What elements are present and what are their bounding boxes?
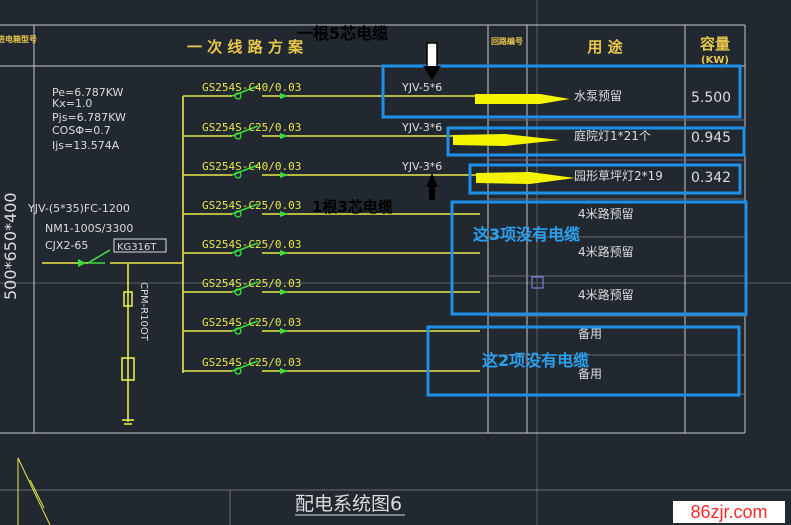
highlight-box-wl3	[468, 163, 742, 195]
title-block-fragment	[17, 457, 51, 525]
breaker-pivot	[234, 210, 242, 218]
header-capacity-unit: (KW)	[701, 55, 729, 66]
param-kx: Kx=1.0	[52, 97, 92, 110]
branch-arrow-icon	[280, 133, 288, 139]
down-arrow-icon	[423, 66, 441, 80]
drawing-title: 配电系统图6	[295, 493, 402, 515]
breaker-contact	[231, 242, 259, 254]
down-arrow-shaft	[426, 42, 438, 70]
breaker-contact	[231, 320, 259, 332]
header-capacity: 容量	[699, 35, 730, 53]
breaker-contact	[231, 85, 259, 97]
usage-label: 备用	[578, 367, 602, 381]
drawing-border	[0, 489, 791, 525]
branch-arrow-icon	[280, 211, 288, 217]
incoming-switch	[87, 249, 111, 264]
param-ijs: Ijs=13.574A	[52, 139, 120, 152]
annotation-five-core: 一根5芯电缆	[297, 24, 388, 43]
up-arrow-icon	[426, 173, 438, 187]
yellow-annotation-arrows	[453, 94, 575, 184]
load-parameters: Pe=6.787KW Kx=1.0 Pjs=6.787KW COSΦ=0.7 I…	[52, 86, 126, 152]
highlight-boxes	[381, 64, 748, 397]
branch-arrow-icon	[280, 172, 288, 178]
breaker-contact	[231, 281, 259, 293]
breaker-pivot	[234, 327, 242, 335]
cable-spec: YJV-3*6	[401, 160, 442, 173]
box-model-frame	[113, 238, 167, 253]
breaker-pivot	[234, 288, 242, 296]
incoming-breaker: NM1-100S/3300	[45, 222, 133, 235]
breaker-pivot	[234, 249, 242, 257]
breaker-contact	[231, 360, 259, 372]
capacity-value: 0.945	[691, 130, 731, 146]
breaker-pivot	[234, 367, 242, 375]
annotation-three-no-cable: 这3项没有电缆	[473, 225, 580, 244]
branch-circuits: GS254S-C40/0.03YJV-5*6WL1水泵预留5.500GS254S…	[183, 81, 731, 381]
breaker-contact	[231, 125, 259, 137]
usage-label: 园形草坪灯2*19	[574, 169, 663, 183]
incoming-contactor: CJX2-65	[45, 239, 88, 252]
usage-label: 水泵预留	[574, 89, 622, 103]
breaker-model: GS254S-C25/0.03	[202, 238, 301, 251]
yellow-arrow-icon	[475, 94, 570, 104]
breaker-pivot	[234, 171, 242, 179]
breaker-model: GS254S-C25/0.03	[202, 316, 301, 329]
branch-arrow-icon	[280, 93, 288, 99]
annotation-two-no-cable: 这2项没有电缆	[482, 351, 589, 370]
usage-label: 4米路预留	[578, 244, 634, 259]
breaker-model: GS254S-C25/0.03	[202, 121, 301, 134]
header-circuit-scheme: 一 次 线 路 方 案	[187, 38, 304, 56]
highlight-box-spare	[426, 325, 741, 397]
branch-arrow-icon	[280, 328, 288, 334]
yellow-arrow-icon	[453, 134, 560, 146]
cursor-pickbox	[531, 276, 544, 289]
header-loop-number: 回路编号	[491, 36, 523, 46]
header-cabinet-model: 进电箱型号	[0, 34, 37, 44]
breaker-model: GS254S-C25/0.03	[202, 199, 301, 212]
branch-arrow-icon	[280, 368, 288, 374]
breaker-model: GS254S-C40/0.03	[202, 81, 301, 94]
cable-spec: YJV-5*6	[401, 81, 442, 94]
header-usage: 用 途	[587, 38, 623, 56]
up-arrow-shaft	[429, 186, 435, 200]
branch-arrow-icon	[280, 250, 288, 256]
breaker-pivot	[234, 132, 242, 140]
highlight-box-reserved	[450, 200, 748, 316]
highlight-box-wl1	[381, 64, 742, 119]
incoming-arrow-icon	[78, 259, 86, 267]
breaker-model: GS254S-C40/0.03	[202, 160, 301, 173]
black-annotation-arrows	[423, 42, 441, 200]
breaker-model: GS254S-C25/0.03	[202, 277, 301, 290]
capacity-value: 5.500	[691, 90, 731, 106]
usage-label: 备用	[578, 327, 602, 341]
incoming-cable: YJV-(5*35)FC-1200	[27, 202, 130, 215]
breaker-model: GS254S-C25/0.03	[202, 356, 301, 369]
spd-model: CPM-R10OT	[138, 282, 149, 342]
usage-label: 4米路预留	[578, 206, 634, 221]
usage-label: 庭院灯1*21个	[574, 128, 651, 143]
capacity-value: 0.342	[691, 170, 731, 186]
breaker-contact	[231, 164, 259, 176]
yellow-arrow-icon	[476, 172, 575, 184]
param-pjs: Pjs=6.787KW	[52, 111, 126, 124]
annotation-three-core: 1根3芯电缆	[312, 198, 393, 216]
cable-spec: YJV-3*6	[401, 121, 442, 134]
param-cos: COSΦ=0.7	[52, 124, 111, 137]
branch-arrow-icon	[280, 289, 288, 295]
box-model: KG316T	[117, 242, 157, 253]
breaker-pivot	[234, 92, 242, 100]
usage-label: 4米路预留	[578, 287, 634, 302]
param-pe: Pe=6.787KW	[52, 86, 124, 99]
cabinet-size: 500*650*400	[1, 192, 20, 300]
highlight-box-wl2	[446, 126, 746, 157]
site-watermark: 86zjr.com	[673, 501, 785, 523]
breaker-contact	[231, 203, 259, 215]
